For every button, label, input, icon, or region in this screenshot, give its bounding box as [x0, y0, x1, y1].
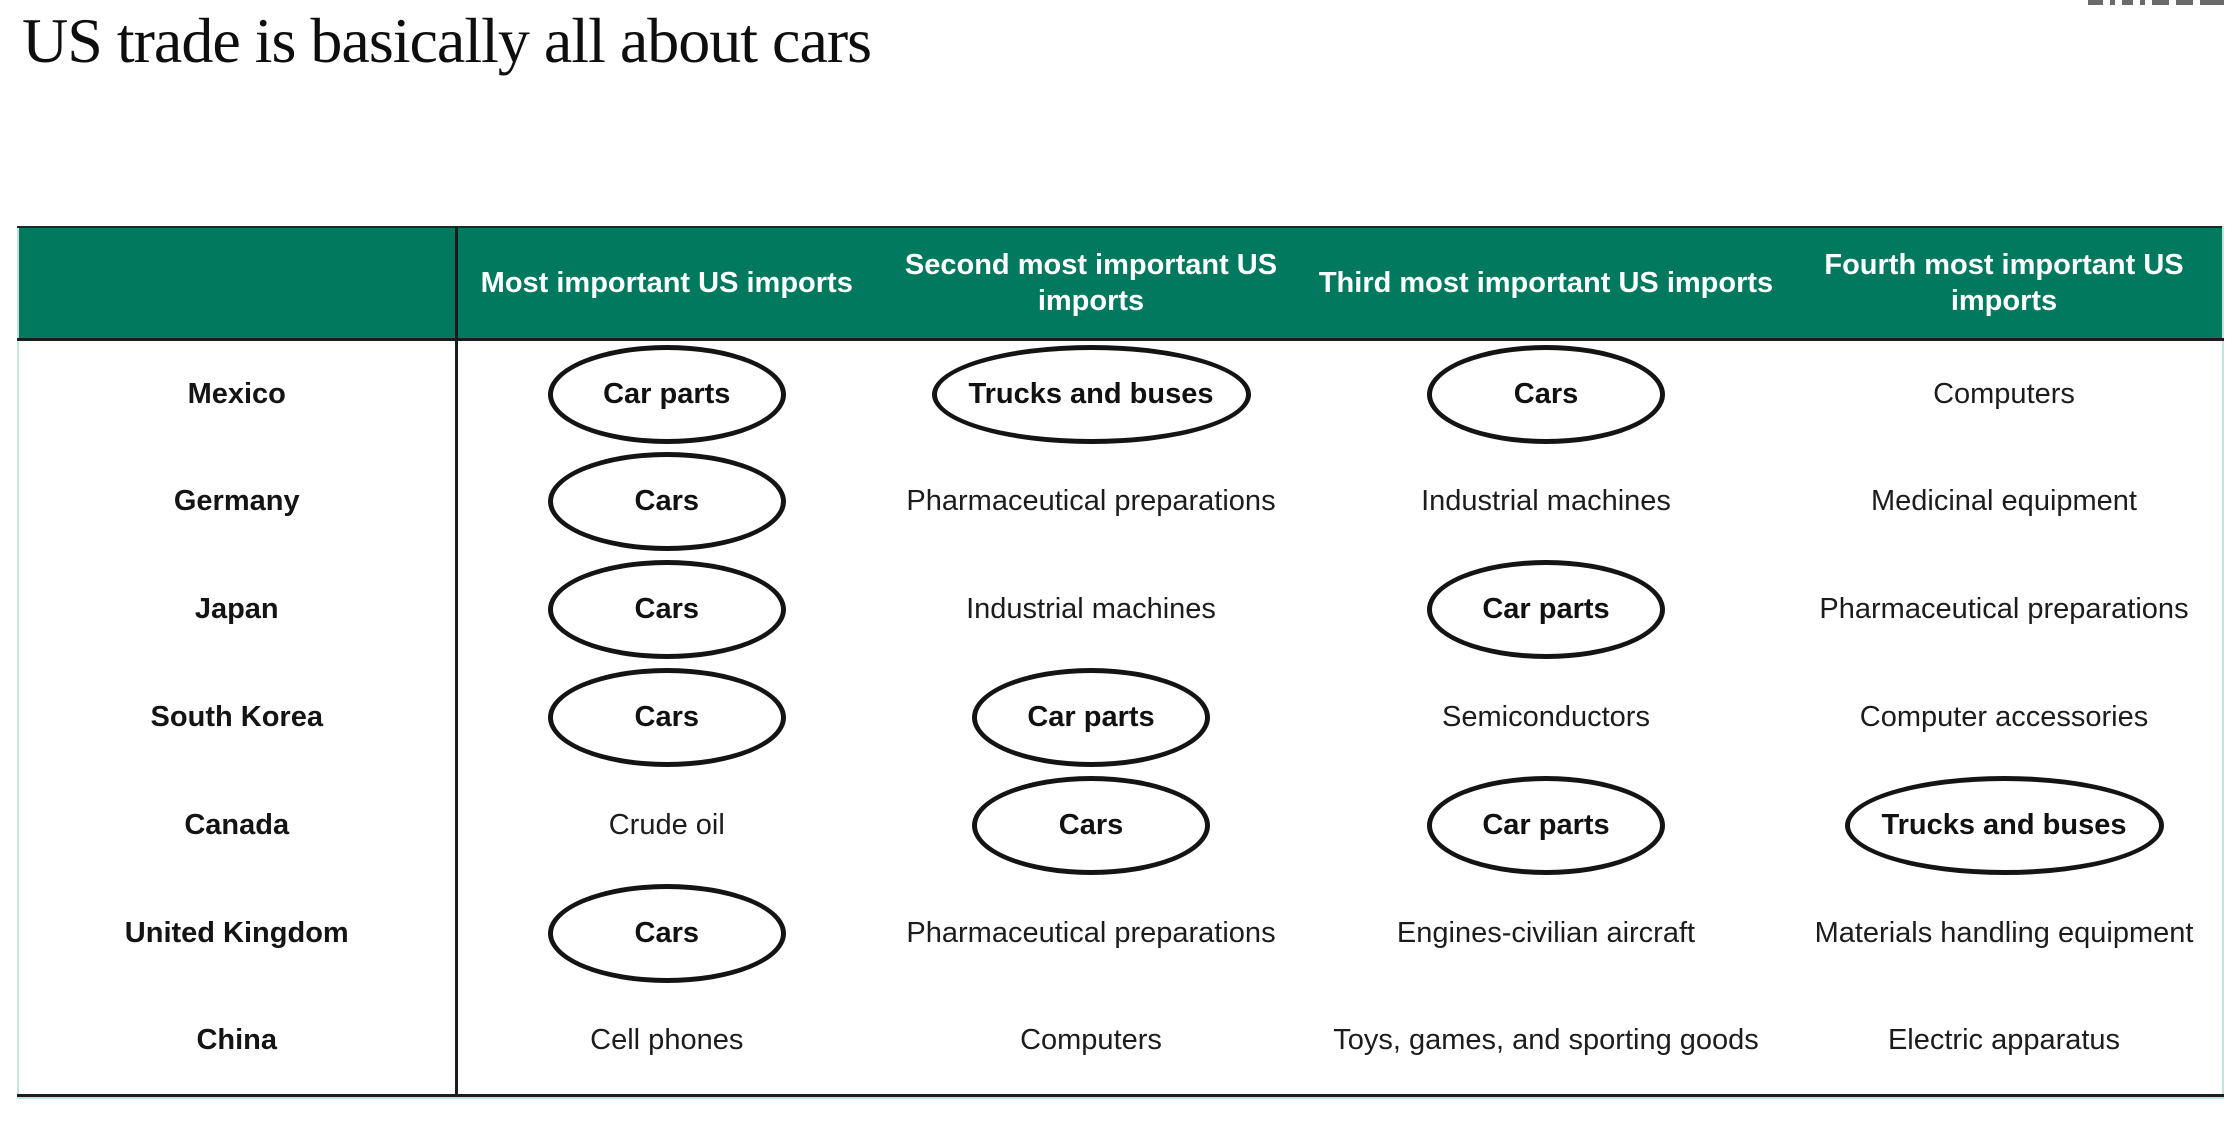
- imports-table-container: Most important US imports Second most im…: [17, 226, 2224, 1097]
- import-cell: Pharmaceutical preparations: [876, 448, 1306, 556]
- import-cell: Cell phones: [456, 988, 876, 1096]
- import-value: Toys, games, and sporting goods: [1333, 1024, 1759, 1057]
- column-header-fourth: Fourth most important US imports: [1786, 227, 2223, 341]
- table-row: Mexico Car parts Trucks and buses Cars C…: [18, 339, 2223, 448]
- import-cell: Cars: [456, 556, 876, 664]
- column-header-third: Third most important US imports: [1306, 227, 1786, 341]
- import-value: Trucks and buses: [931, 344, 1251, 444]
- import-cell: Medicinal equipment: [1786, 448, 2223, 556]
- import-value: Cars: [1427, 344, 1665, 444]
- import-value: Industrial machines: [1421, 485, 1671, 517]
- row-country-label: Germany: [18, 447, 458, 556]
- import-cell: Electric apparatus: [1786, 988, 2223, 1096]
- import-cell: Engines-civilian aircraft: [1306, 880, 1786, 988]
- import-cell: Computer accessories: [1786, 664, 2223, 772]
- clipped-text-fragment: [2088, 0, 2224, 5]
- import-cell: Materials handling equipment: [1786, 880, 2223, 988]
- import-value: Car parts: [547, 344, 786, 444]
- table-row: China Cell phones Computers Toys, games,…: [18, 987, 2223, 1096]
- import-value: Medicinal equipment: [1871, 485, 2137, 517]
- import-cell: Car parts: [876, 664, 1306, 772]
- import-value: Semiconductors: [1442, 701, 1650, 733]
- import-cell: Cars: [456, 448, 876, 556]
- import-cell: Computers: [1786, 340, 2223, 448]
- import-cell: Trucks and buses: [1786, 772, 2223, 880]
- import-value: Pharmaceutical preparations: [906, 485, 1276, 517]
- import-value: Industrial machines: [966, 593, 1216, 625]
- table-row: Canada Crude oil Cars Car parts Trucks a…: [18, 771, 2223, 880]
- import-cell: Cars: [876, 772, 1306, 880]
- import-value: Computers: [1020, 1024, 1162, 1057]
- row-country-label: Canada: [18, 771, 458, 880]
- import-value: Pharmaceutical preparations: [906, 917, 1276, 949]
- import-value: Trucks and buses: [1844, 776, 2164, 875]
- table-row: Japan Cars Industrial machines Car parts…: [18, 555, 2223, 664]
- import-cell: Car parts: [456, 340, 876, 448]
- column-header-second: Second most important US imports: [876, 227, 1306, 341]
- imports-table: Most important US imports Second most im…: [17, 226, 2224, 1097]
- import-cell: Cars: [456, 880, 876, 988]
- import-cell: Toys, games, and sporting goods: [1306, 988, 1786, 1096]
- import-cell: Industrial machines: [1306, 448, 1786, 556]
- import-cell: Car parts: [1306, 556, 1786, 664]
- import-value: Cars: [547, 452, 786, 551]
- import-value: Car parts: [1427, 560, 1665, 659]
- import-cell: Cars: [456, 664, 876, 772]
- row-country-label: United Kingdom: [18, 879, 458, 988]
- table-header: Most important US imports Second most im…: [18, 227, 2223, 341]
- import-cell: Semiconductors: [1306, 664, 1786, 772]
- import-value: Cars: [972, 776, 1210, 875]
- import-value: Pharmaceutical preparations: [1819, 593, 2189, 625]
- row-country-label: South Korea: [18, 663, 458, 772]
- import-value: Car parts: [972, 668, 1210, 767]
- row-country-label: Japan: [18, 555, 458, 664]
- import-value: Cars: [547, 884, 786, 983]
- import-value: Crude oil: [608, 809, 725, 841]
- page-title: US trade is basically all about cars: [22, 5, 872, 76]
- import-value: Engines-civilian aircraft: [1396, 917, 1696, 949]
- import-value: Car parts: [1427, 776, 1665, 875]
- import-cell: Crude oil: [456, 772, 876, 880]
- table-body: Mexico Car parts Trucks and buses Cars C…: [18, 339, 2223, 1096]
- import-value: Computer accessories: [1859, 701, 2149, 733]
- import-value: Cell phones: [590, 1024, 744, 1057]
- import-value: Electric apparatus: [1887, 1024, 2121, 1057]
- table-row: United Kingdom Cars Pharmaceutical prepa…: [18, 879, 2223, 988]
- import-cell: Car parts: [1306, 772, 1786, 880]
- import-cell: Trucks and buses: [876, 340, 1306, 448]
- import-cell: Cars: [1306, 340, 1786, 448]
- import-cell: Industrial machines: [876, 556, 1306, 664]
- import-cell: Computers: [876, 988, 1306, 1096]
- column-header-most-important: Most important US imports: [456, 227, 876, 341]
- row-country-label: China: [18, 987, 458, 1096]
- row-country-label: Mexico: [18, 339, 458, 448]
- import-value: Computers: [1933, 377, 2075, 410]
- import-cell: Pharmaceutical preparations: [876, 880, 1306, 988]
- import-value: Cars: [547, 560, 786, 659]
- import-value: Cars: [547, 668, 786, 767]
- import-value: Materials handling equipment: [1814, 917, 2194, 949]
- table-row: Germany Cars Pharmaceutical preparations…: [18, 447, 2223, 556]
- import-cell: Pharmaceutical preparations: [1786, 556, 2223, 664]
- table-row: South Korea Cars Car parts Semiconductor…: [18, 663, 2223, 772]
- corner-cell: [18, 227, 458, 341]
